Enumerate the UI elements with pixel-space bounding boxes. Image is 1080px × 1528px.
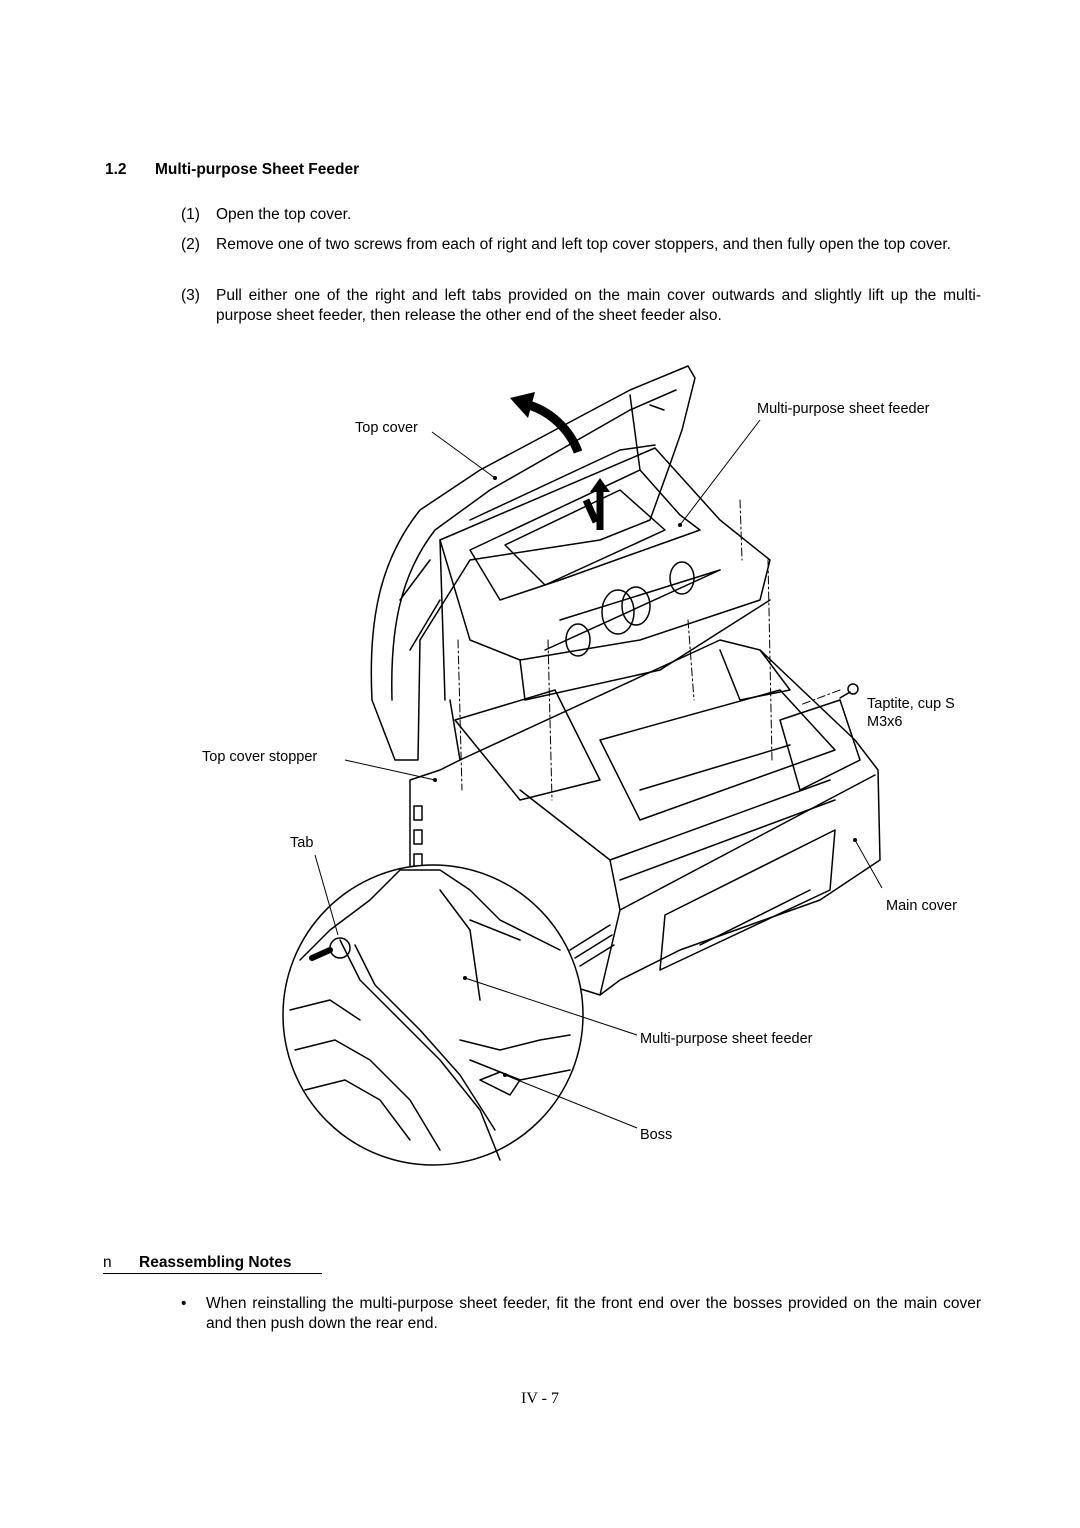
section-title: Multi-purpose Sheet Feeder [155,161,360,178]
callout-multi-purpose-sheet-feeder-bottom: Multi-purpose sheet feeder [640,1031,813,1047]
step-number: (1) [181,206,200,223]
callout-multi-purpose-sheet-feeder-top: Multi-purpose sheet feeder [757,401,930,417]
machine-line-art [282,365,881,1166]
leader-dots [433,476,857,1077]
lift-direction-arrow [582,478,610,530]
note-text: When reinstalling the multi-purpose shee… [206,1295,981,1332]
step-1: (1) Open the top cover. [181,205,981,225]
leader-lines [314,419,883,1129]
step-text: Remove one of two screws from each of ri… [216,236,951,253]
note-item: • When reinstalling the multi-purpose sh… [181,1294,981,1334]
step-number: (2) [181,236,200,253]
open-direction-arrow [510,392,583,454]
step-3: (3) Pull either one of the right and lef… [181,286,981,326]
callout-boss: Boss [640,1127,672,1143]
callout-top-cover-stopper: Top cover stopper [202,749,317,765]
step-2: (2) Remove one of two screws from each o… [181,235,981,255]
callout-top-cover: Top cover [355,420,418,436]
callout-screw-size: M3x6 [867,714,902,730]
step-number: (3) [181,287,200,304]
section-number: 1.2 [105,161,127,178]
step-text: Pull either one of the right and left ta… [216,287,981,324]
bullet-marker: • [181,1295,187,1312]
page-number: IV - 7 [521,1390,559,1407]
callout-main-cover: Main cover [886,898,957,914]
step-text: Open the top cover. [216,206,352,223]
notes-marker: n [103,1254,112,1271]
notes-title: Reassembling Notes [139,1254,292,1271]
notes-underline [103,1273,322,1274]
disassembly-illustration: Top cover Multi-purpose sheet feeder Tap… [202,365,957,1166]
reassembling-notes-heading: n Reassembling Notes [103,1254,291,1272]
callout-tab: Tab [290,835,313,851]
callout-taptite-screw: Taptite, cup S [867,696,955,712]
section-heading: 1.2 Multi-purpose Sheet Feeder [105,161,359,179]
